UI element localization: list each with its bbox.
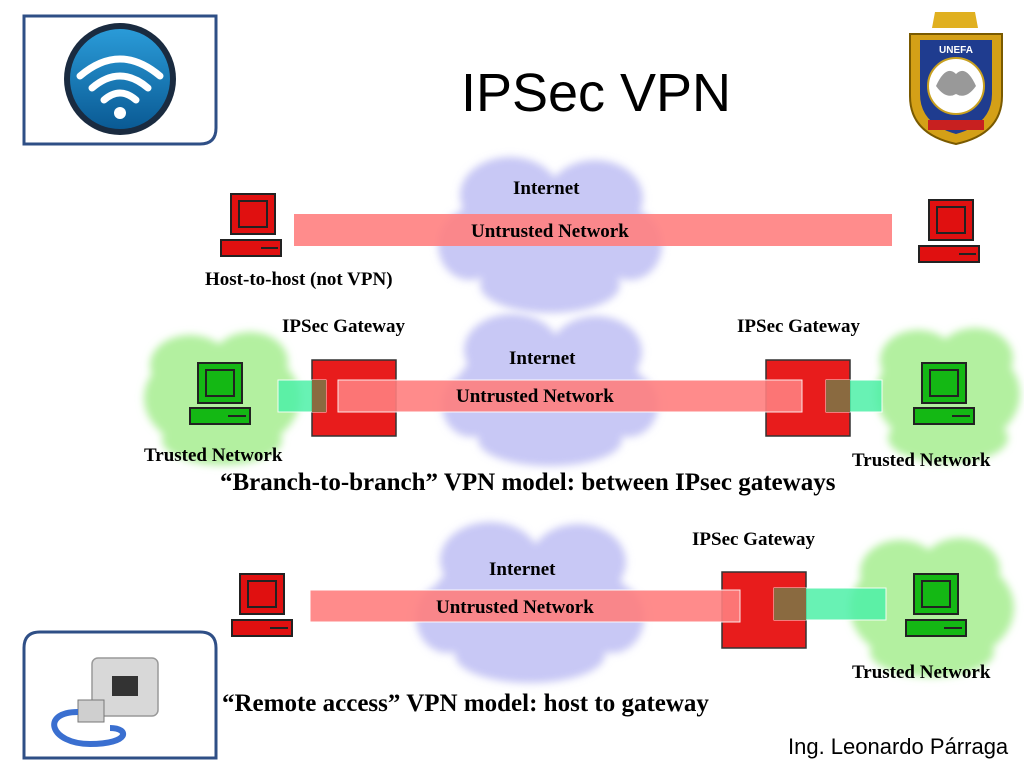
seal-text: UNEFA [939, 45, 973, 56]
ipsec-gateway-label-3: IPSec Gateway [692, 529, 815, 550]
host-computer-trusted-left-2 [189, 362, 251, 425]
untrusted-tunnel-3 [309, 589, 741, 623]
network-cable-icon [22, 630, 218, 760]
host-computer-trusted-3 [905, 573, 967, 637]
host-computer-trusted-right-2 [913, 362, 975, 425]
host-computer-remote-3 [231, 573, 293, 637]
internet-label-3: Internet [489, 559, 556, 580]
university-seal-logo: UNEFA [909, 12, 1003, 146]
tunnel-overlap-right-2 [826, 380, 850, 412]
tunnel-overlap-left-2 [312, 380, 326, 412]
trusted-network-label-left-2: Trusted Network [144, 445, 283, 466]
untrusted-tunnel-1 [294, 214, 892, 246]
author-credit: Ing. Leonardo Párraga [788, 734, 1009, 759]
slide-title: IPSec VPN [460, 63, 732, 123]
trusted-network-label-right-2: Trusted Network [852, 450, 991, 471]
trusted-network-label-3: Trusted Network [852, 662, 991, 683]
host-computer-left-1 [220, 193, 282, 257]
wifi-icon [22, 14, 218, 146]
untrusted-network-label-2: Untrusted Network [456, 386, 614, 407]
internet-label-2: Internet [509, 348, 576, 369]
internet-label-1: Internet [513, 178, 580, 199]
untrusted-network-label-1: Untrusted Network [471, 221, 629, 242]
untrusted-tunnel-2 [337, 379, 803, 413]
branch-to-branch-caption: “Branch-to-branch” VPN model: between IP… [220, 469, 836, 496]
untrusted-network-label-3: Untrusted Network [436, 597, 594, 618]
ipsec-gateway-label-right-2: IPSec Gateway [737, 316, 860, 337]
tunnel-overlap-3 [774, 588, 806, 620]
host-to-host-caption: Host-to-host (not VPN) [205, 269, 393, 290]
trusted-cloud-left-2 [144, 332, 300, 465]
remote-access-caption: “Remote access” VPN model: host to gatew… [222, 690, 709, 717]
host-computer-right-1 [918, 199, 980, 263]
ipsec-gateway-label-left-2: IPSec Gateway [282, 316, 405, 337]
